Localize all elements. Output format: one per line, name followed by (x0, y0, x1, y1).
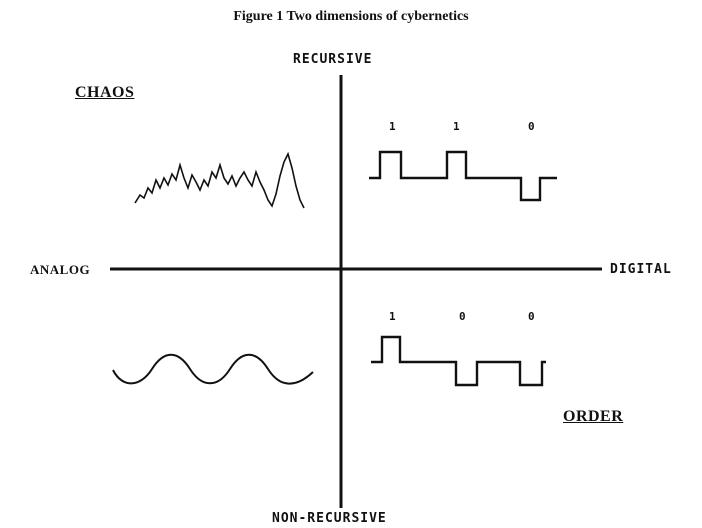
digital-waveform-top (369, 150, 557, 202)
axis-label-analog: ANALOG (30, 262, 91, 277)
bit-label-top-3: 0 (528, 120, 535, 133)
axis-label-non-recursive: NON-RECURSIVE (272, 511, 387, 526)
axis-label-digital: DIGITAL (610, 262, 672, 277)
bit-label-bottom-3: 0 (528, 310, 535, 323)
bit-label-top-1: 1 (389, 120, 396, 133)
bit-label-top-2: 1 (453, 120, 460, 133)
axis-label-recursive: RECURSIVE (293, 52, 373, 67)
bit-label-bottom-1: 1 (389, 310, 396, 323)
digital-waveform-bottom (371, 335, 546, 387)
bit-label-bottom-2: 0 (459, 310, 466, 323)
quadrant-label-order: ORDER (563, 408, 624, 425)
quadrant-label-chaos: CHAOS (75, 84, 135, 101)
sine-waveform (112, 353, 314, 385)
figure-title: Figure 1 Two dimensions of cybernetics (233, 9, 469, 24)
chaotic-waveform (134, 151, 305, 209)
